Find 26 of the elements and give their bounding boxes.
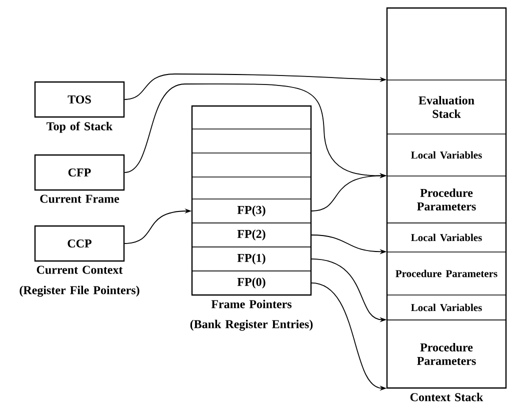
stack-cell: FP(2) [192,222,312,248]
node-label: (Bank Register Entries) [190,320,313,331]
stack-cell: Local Variables [386,222,506,252]
stack-cell: Procedure Parameters [386,252,506,296]
empty-cell [192,176,312,200]
empty-cell [192,128,312,154]
empty-cell [192,152,312,178]
stack-cell: Local Variables [386,294,506,320]
stack-cell: Procedure Parameters [386,320,506,388]
stack-cell: Procedure Parameters [386,176,506,224]
stack-cell: FP(3) [192,198,312,224]
register-box: CCP [34,225,125,262]
stack-cell: Local Variables [386,134,506,176]
node-label: Frame Pointers [211,300,292,308]
empty-cell [192,106,312,130]
stack-cell: FP(0) [192,270,312,296]
stack-cell: FP(1) [192,246,312,272]
node-label: Top of Stack [46,122,113,133]
stack-cell: Evaluation Stack [386,80,506,134]
node-label: (Register File Pointers) [20,286,140,297]
node-label: Context Stack [410,392,484,402]
node-label: Current Frame [40,194,120,203]
register-box: CFP [34,154,125,191]
empty-cell [386,8,506,80]
register-box: TOS [34,81,125,118]
node-label: Current Context [36,266,123,274]
